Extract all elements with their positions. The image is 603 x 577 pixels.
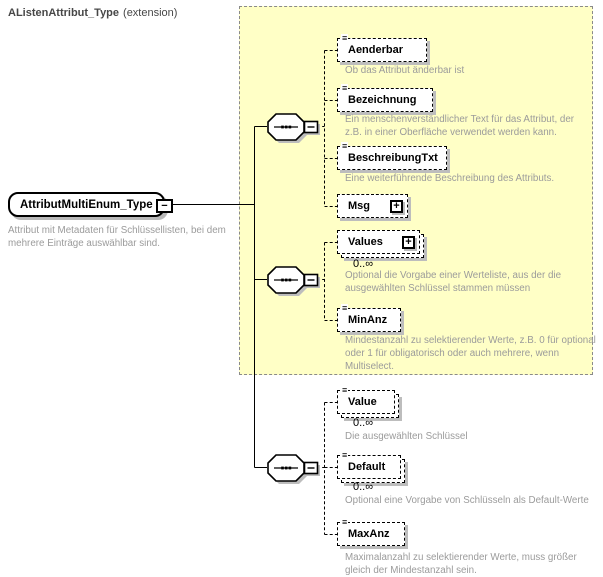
annotation-value: Die ausgewählten Schlüssel [345,431,468,442]
expand-icon[interactable]: + [402,235,415,249]
element-minanz[interactable]: ≡ MinAnz [337,304,401,332]
extension-qualifier: (extension) [123,7,178,19]
annotation-beschreibungtxt: Eine weiterführende Beschreibung des Att… [345,173,555,184]
element-label: Bezeichnung [348,94,417,106]
extension-container [239,6,593,375]
text-content-icon: ≡ [341,33,349,43]
sequence-icon[interactable] [266,453,320,487]
extension-title: AListenAttribut_Type(extension) [8,7,177,19]
collapse-icon[interactable]: − [156,199,173,213]
element-label: Default [348,461,386,473]
occurrence-label: 0..∞ [353,258,374,270]
occurrence-label: 0..∞ [353,481,374,493]
extension-type-name: AListenAttribut_Type [8,7,120,19]
element-label: BeschreibungTxt [348,152,438,164]
text-content-icon: ≡ [341,303,349,313]
annotation-values: Optional die Vorgabe einer Werteliste, a… [345,270,562,294]
text-content-icon: ≡ [341,517,349,527]
root-element-label: AttributMultiEnum_Type [20,198,153,211]
element-maxanz[interactable]: ≡ MaxAnz [337,518,405,546]
element-msg[interactable]: Msg + [337,194,408,218]
text-content-icon: ≡ [341,83,349,93]
element-label: Msg [348,200,370,212]
element-label: Aenderbar [348,44,404,56]
occurrence-label: 0..∞ [353,417,374,429]
element-values[interactable]: Values + [337,230,420,254]
annotation-maxanz: Maximalanzahl zu selektierender Werte, m… [345,552,577,576]
annotation-minanz: Mindestanzahl zu selektierender Werte, z… [345,335,596,372]
element-bezeichnung[interactable]: ≡ Bezeichnung [337,84,433,112]
element-label: Value [348,396,377,408]
element-label: Values [348,236,383,248]
annotation-bezeichnung: Ein menschenverständlicher Text für das … [345,114,575,138]
root-annotation: Attribut mit Metadaten für Schlüssellist… [8,225,226,249]
text-content-icon: ≡ [341,385,349,395]
annotation-aenderbar: Ob das Attribut änderbar ist [345,65,465,76]
element-beschreibungtxt[interactable]: ≡ BeschreibungTxt [337,142,447,170]
sequence-icon[interactable] [266,112,320,146]
root-element[interactable]: AttributMultiEnum_Type − [8,192,173,217]
element-label: MaxAnz [348,528,390,540]
text-content-icon: ≡ [341,141,349,151]
element-aenderbar[interactable]: ≡ Aenderbar [337,34,427,62]
annotation-default: Optional eine Vorgabe von Schlüsseln als… [345,495,589,506]
text-content-icon: ≡ [341,450,349,460]
element-value[interactable]: ≡ Value [337,386,395,414]
element-label: MinAnz [348,314,388,326]
sequence-icon[interactable] [266,265,320,299]
element-default[interactable]: ≡ Default [337,451,401,479]
expand-icon[interactable]: + [390,199,403,213]
